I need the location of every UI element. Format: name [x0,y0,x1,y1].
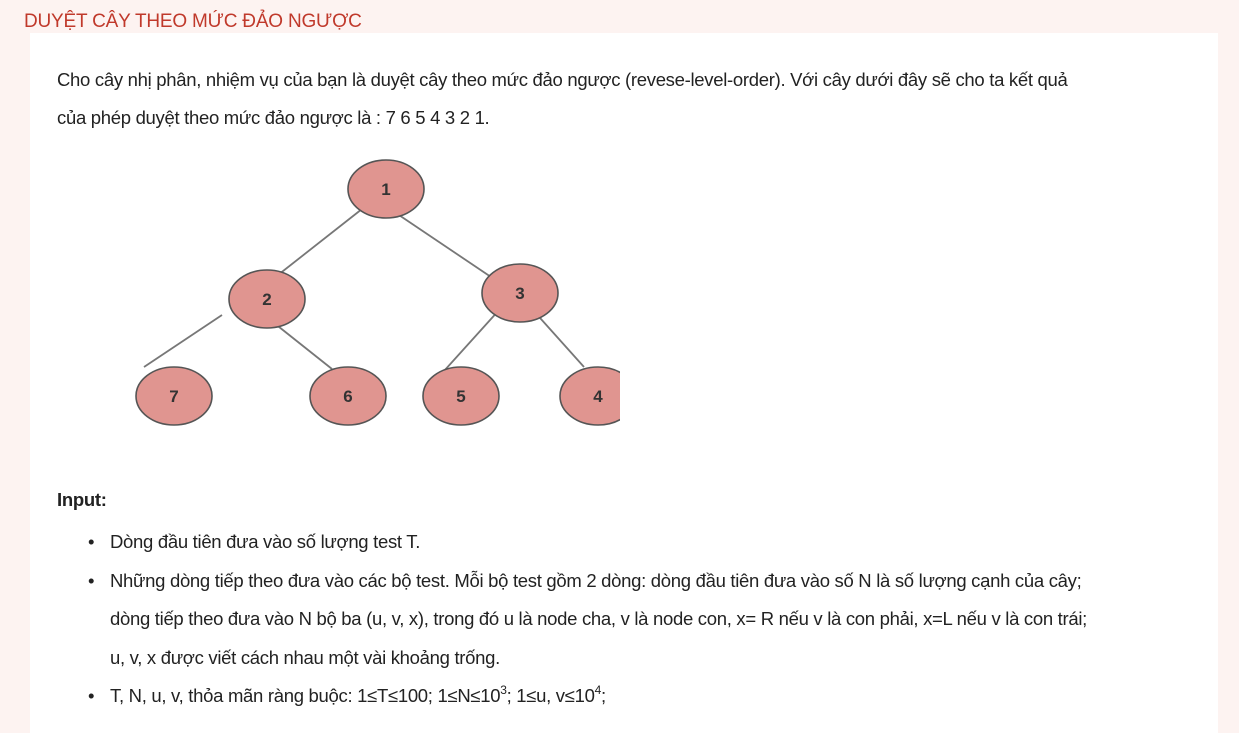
list-item: • T, N, u, v, thỏa mãn ràng buộc: 1≤T≤10… [88,677,1200,716]
constraint-text: ; 1≤u, v≤10 [506,685,595,706]
bullet-text-line: u, v, x được viết cách nhau một vài khoả… [110,646,500,668]
constraint-text: T, N, u, v, thỏa mãn ràng buộc: 1≤T≤100;… [110,685,501,706]
bullet-text-line: Những dòng tiếp theo đưa vào các bộ test… [110,569,1082,591]
edge-3-5 [443,308,501,372]
intro-line-1: Cho cây nhị phân, nhiệm vụ của bạn là du… [57,69,1068,90]
list-item: • Những dòng tiếp theo đưa vào các bộ te… [88,562,1200,678]
tree-nodes: 1 2 3 7 6 5 4 [135,159,620,426]
tree-node: 7 [135,366,213,426]
edge-1-3 [389,208,495,280]
tree-node: 1 [347,159,425,219]
exponent: 4 [594,683,602,697]
exponent: 3 [500,683,507,697]
list-item: • Dòng đầu tiên đưa vào số lượng test T. [88,523,1200,562]
page-title: DUYỆT CÂY THEO MỨC ĐẢO NGƯỢC [24,11,362,32]
tree-node: 4 [559,366,620,426]
tree-node: 2 [228,269,306,329]
node-label: 7 [169,387,178,406]
tree-node: 6 [309,366,387,426]
node-label: 4 [593,387,603,406]
intro-paragraph: Cho cây nhị phân, nhiệm vụ của bạn là du… [57,61,1167,137]
bullet-marker: • [88,569,95,591]
bullet-text-line: dòng tiếp theo đưa vào N bộ ba (u, v, x)… [110,608,1088,629]
tree-node: 5 [422,366,500,426]
constraint-text: ; [600,685,606,706]
edge-3-4 [531,308,585,368]
node-label: 5 [456,387,465,406]
bullet-text: Dòng đầu tiên đưa vào số lượng test T. [110,531,421,552]
bullet-marker: • [88,685,95,706]
node-label: 6 [343,387,352,406]
input-bullet-list: • Dòng đầu tiên đưa vào số lượng test T.… [88,523,1200,716]
node-label: 3 [515,284,524,303]
node-label: 2 [262,290,271,309]
edge-2-7 [143,314,223,368]
tree-node: 3 [481,263,559,323]
input-heading: Input: [57,489,107,510]
node-label: 1 [381,180,390,199]
bullet-marker: • [88,531,95,552]
binary-tree-diagram: 1 2 3 7 6 5 4 [135,159,620,426]
problem-card: Cho cây nhị phân, nhiệm vụ của bạn là du… [30,33,1218,733]
intro-line-2: của phép duyệt theo mức đảo ngược là : 7… [57,107,490,128]
